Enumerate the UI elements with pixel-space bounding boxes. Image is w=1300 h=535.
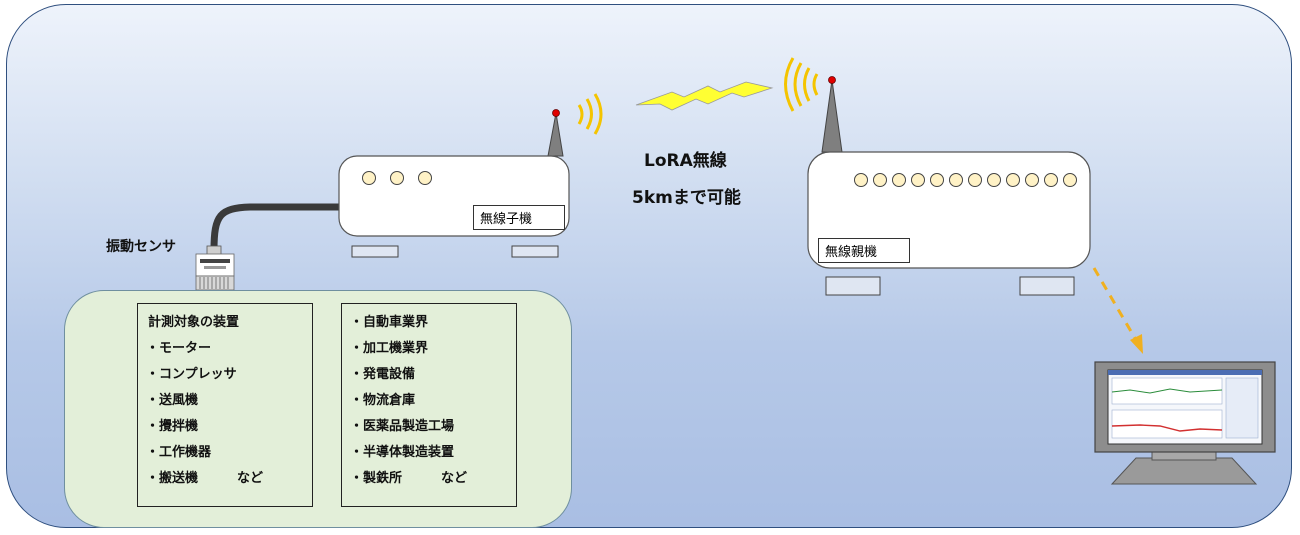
child-unit: [338, 93, 603, 258]
list-item: ・搬送機 など: [146, 471, 264, 486]
list-item: ・工作機器: [146, 445, 212, 460]
child-led: [418, 171, 432, 185]
parent-unit-label: 無線親機: [818, 238, 910, 263]
list-item: ・送風機: [146, 393, 199, 408]
child-antenna: [547, 112, 564, 157]
wireless-range-label: 5kmまで可能: [632, 188, 741, 208]
list-item: ・攪拌機: [146, 419, 199, 434]
list-item: ・医薬品製造工場: [350, 419, 455, 434]
target-devices-title: 計測対象の装置: [148, 315, 240, 330]
sensor-cable: [210, 203, 344, 254]
child-foot: [511, 245, 559, 258]
sensor-body: [195, 253, 235, 277]
list-item: ・コンプレッサ: [146, 367, 237, 382]
data-arrow: [1092, 267, 1143, 354]
list-item: ・加工機業界: [350, 341, 429, 356]
list-item: ・自動車業界: [350, 315, 429, 330]
child-signal-waves: [577, 93, 603, 135]
monitor: [1094, 361, 1276, 485]
parent-leds: [854, 173, 1077, 187]
child-antenna-tip: [552, 109, 560, 117]
monitor-stand: [1110, 457, 1258, 485]
target-devices-box: 計測対象の装置 ・モーター ・コンプレッサ ・送風機 ・攪拌機 ・工作機器 ・搬…: [137, 303, 313, 507]
sensor-label: 振動センサ: [106, 239, 176, 255]
child-led: [362, 171, 376, 185]
parent-antenna-tip: [828, 76, 836, 84]
child-led: [390, 171, 404, 185]
parent-foot: [825, 276, 881, 296]
lightning-bolt: [635, 81, 774, 111]
list-item: ・発電設備: [350, 367, 416, 382]
list-item: ・物流倉庫: [350, 393, 416, 408]
parent-foot: [1019, 276, 1075, 296]
parent-signal-waves: [784, 57, 819, 112]
list-item: ・モーター: [146, 341, 212, 356]
child-unit-label: 無線子機: [473, 205, 565, 230]
list-item: ・半導体製造装置: [350, 445, 455, 460]
child-foot: [351, 245, 399, 258]
parent-antenna: [821, 79, 843, 153]
list-item: ・製鉄所 など: [350, 471, 468, 486]
vibration-sensor: [195, 245, 235, 291]
wireless-type-label: LoRA無線: [644, 151, 727, 171]
industries-box: ・自動車業界 ・加工機業界 ・発電設備 ・物流倉庫 ・医薬品製造工場 ・半導体製…: [341, 303, 517, 507]
